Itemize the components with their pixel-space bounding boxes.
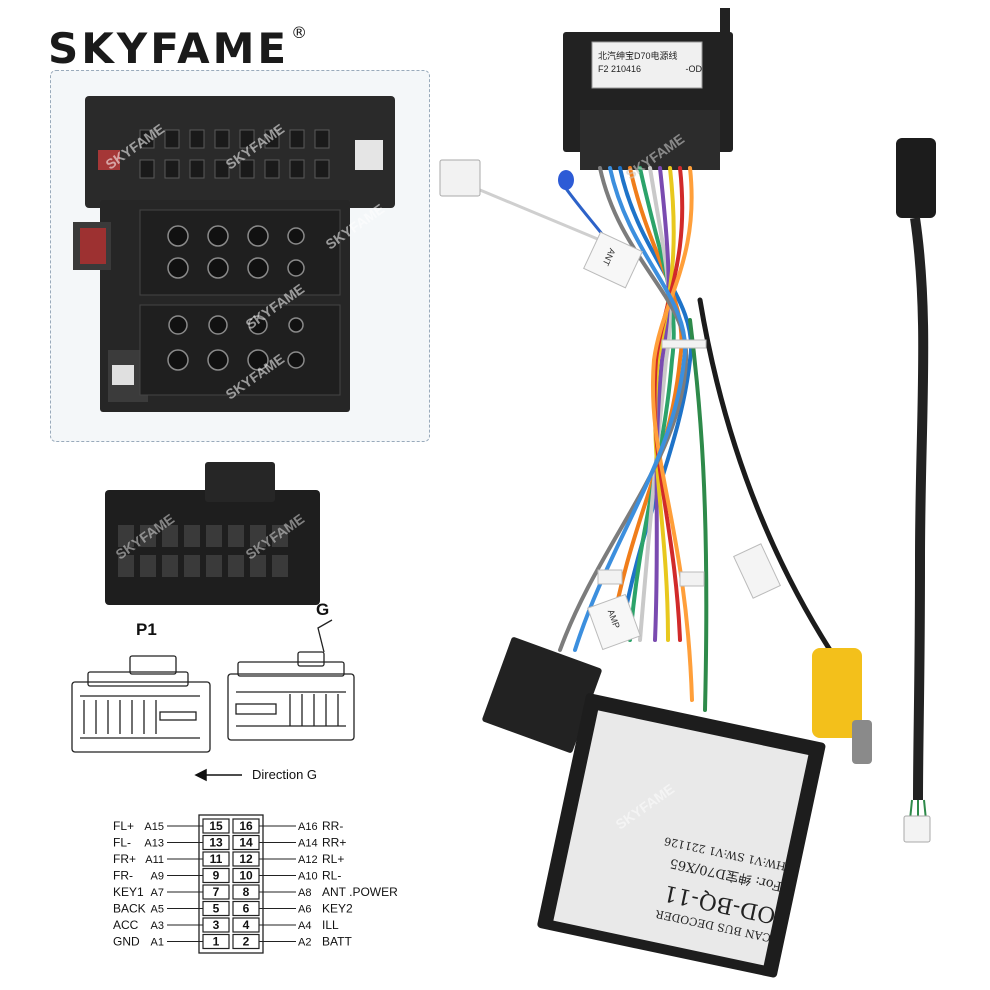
pin-number: 9 bbox=[213, 869, 220, 883]
pin-function-label: KEY1 bbox=[113, 885, 144, 899]
g-label: G bbox=[316, 600, 330, 619]
head-unit-connector-image bbox=[105, 462, 320, 605]
harness-label-sticker: 北汽绅宝D70电源线 F2 210416 -OD bbox=[598, 50, 702, 76]
pin-function-label: FR+ bbox=[113, 852, 136, 866]
pin-number: 15 bbox=[209, 819, 223, 833]
pinout-boxes: 15 13 11 9 7 5 3 1 16 14 12 10 8 6 4 2 bbox=[202, 818, 260, 950]
pin-id-label: A5 bbox=[151, 904, 164, 916]
pin-id-label: A4 bbox=[298, 920, 311, 932]
pin-id-label: A9 bbox=[151, 871, 164, 883]
pin-id-label: A15 bbox=[144, 821, 164, 833]
pin-id-label: A6 bbox=[298, 904, 311, 916]
pinout-labels-right: A16 RR- A14 RR+ A12 RL+ A10 RL- A8 ANT .POWER A6 KE… bbox=[259, 819, 398, 949]
pin-id-label: A12 bbox=[298, 854, 318, 866]
pin-function-label: RR- bbox=[322, 819, 343, 833]
p1-label: P1 bbox=[136, 620, 157, 639]
pin-id-label: A2 bbox=[298, 937, 311, 949]
direction-arrow-icon bbox=[194, 768, 242, 782]
pin-function-label: RL+ bbox=[322, 852, 344, 866]
pin-function-label: FR- bbox=[113, 869, 133, 883]
pin-function-label: BATT bbox=[322, 935, 352, 949]
pin-id-label: A7 bbox=[151, 887, 164, 899]
pin-id-label: A16 bbox=[298, 821, 318, 833]
car-connector-image bbox=[73, 96, 395, 412]
pin-function-label: ACC bbox=[113, 918, 139, 932]
pin-number: 14 bbox=[239, 836, 253, 850]
pin-number: 1 bbox=[213, 935, 220, 949]
pin-number: 4 bbox=[243, 918, 250, 932]
pin-id-label: A8 bbox=[298, 887, 311, 899]
harness-label-line2: F2 210416 bbox=[598, 64, 642, 74]
pin-number: 11 bbox=[210, 852, 223, 866]
pin-id-label: A10 bbox=[298, 871, 318, 883]
harness-label-line1: 北汽绅宝D70电源线 bbox=[598, 51, 678, 61]
registered-mark: ® bbox=[291, 23, 308, 42]
brand-logo: SKYFAME® bbox=[48, 25, 307, 70]
pin-number: 7 bbox=[213, 885, 220, 899]
pin-function-label: RL- bbox=[322, 869, 341, 883]
pin-function-label: FL- bbox=[113, 836, 131, 850]
pin-function-label: RR+ bbox=[322, 836, 346, 850]
pin-number: 3 bbox=[213, 918, 220, 932]
pin-id-label: A11 bbox=[145, 854, 164, 866]
pin-function-label: ILL bbox=[322, 918, 339, 932]
harness-label-line3: -OD bbox=[685, 64, 703, 74]
pin-id-label: A13 bbox=[144, 838, 164, 850]
pin-function-label: BACK bbox=[113, 902, 146, 916]
brand-name: SKYFAME bbox=[48, 24, 290, 73]
pin-function-label: FL+ bbox=[113, 819, 134, 833]
main-harness-image bbox=[439, 8, 872, 978]
short-cable-image bbox=[896, 138, 936, 843]
pin-number: 5 bbox=[213, 902, 220, 916]
pin-id-label: A3 bbox=[151, 920, 164, 932]
pin-id-label: A14 bbox=[298, 838, 318, 850]
pin-number: 12 bbox=[239, 852, 253, 866]
pin-number: 10 bbox=[239, 869, 253, 883]
direction-label: Direction G bbox=[252, 767, 318, 782]
pin-function-label: KEY2 bbox=[322, 902, 353, 916]
pin-function-label: ANT .POWER bbox=[322, 885, 398, 899]
pin-function-label: GND bbox=[113, 935, 140, 949]
p1-connector-drawing bbox=[71, 655, 211, 753]
pin-number: 2 bbox=[243, 935, 250, 949]
pin-number: 16 bbox=[239, 819, 253, 833]
pin-id-label: A1 bbox=[151, 937, 164, 949]
pin-number: 8 bbox=[243, 885, 250, 899]
g-connector-drawing bbox=[227, 619, 355, 741]
pin-number: 13 bbox=[209, 836, 223, 850]
pin-number: 6 bbox=[243, 902, 250, 916]
